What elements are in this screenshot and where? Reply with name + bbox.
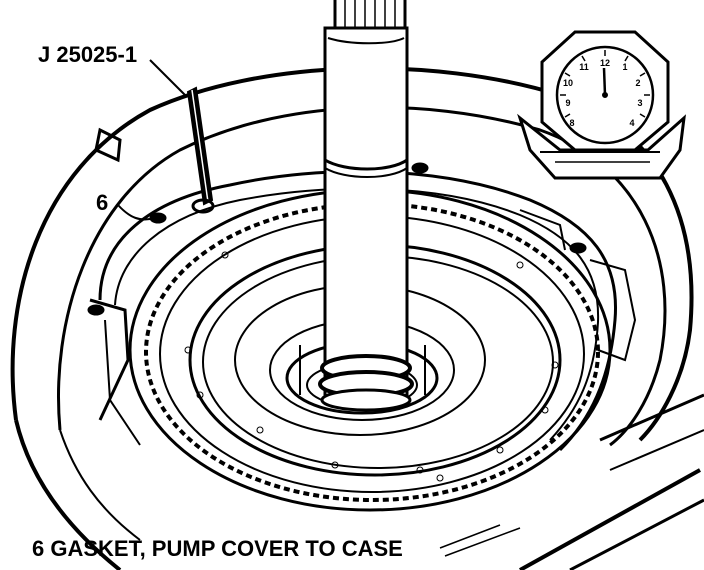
dial-number-4: 4 bbox=[629, 118, 634, 128]
dial-number-11: 11 bbox=[579, 62, 589, 72]
tool-label: J 25025-1 bbox=[38, 42, 137, 67]
dial-number-10: 10 bbox=[563, 78, 573, 88]
callout-number: 6 bbox=[96, 190, 108, 215]
dial-number-9: 9 bbox=[565, 98, 570, 108]
dial-number-3: 3 bbox=[637, 98, 642, 108]
transmission-case bbox=[10, 66, 704, 570]
figure-caption: 6 GASKET, PUMP COVER TO CASE bbox=[32, 536, 403, 561]
dial-number-8: 8 bbox=[569, 118, 574, 128]
callout-6-leader bbox=[117, 204, 156, 221]
caption-hatch bbox=[439, 524, 521, 557]
dial-number-1: 1 bbox=[622, 62, 627, 72]
tool-rod bbox=[149, 59, 215, 214]
dial-number-2: 2 bbox=[635, 78, 640, 88]
dial-indicator: 12 1 2 3 4 8 9 10 11 bbox=[517, 30, 686, 180]
dial-number-12: 12 bbox=[600, 58, 610, 68]
input-shaft bbox=[318, 0, 414, 412]
